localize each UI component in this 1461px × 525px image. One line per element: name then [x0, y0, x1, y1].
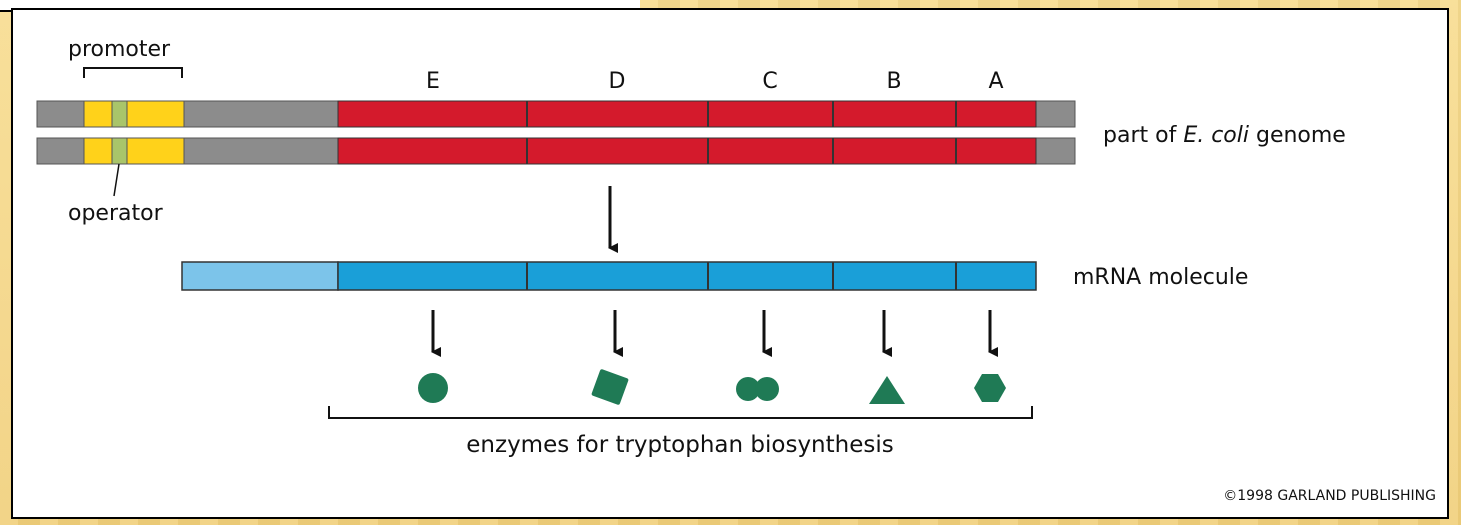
gene-label-d: D — [609, 69, 626, 94]
gene-label-c: C — [762, 69, 777, 94]
dna-strand-top — [36, 100, 1076, 128]
mrna-leader — [181, 261, 339, 291]
copyright-text: ©1998 GARLAND PUBLISHING — [1223, 488, 1436, 504]
gene-block — [337, 137, 1037, 165]
genome-label: part of E. coli genome — [1103, 123, 1346, 148]
mrna-label: mRNA molecule — [1073, 265, 1248, 290]
enzyme-double-circle-icon — [736, 377, 779, 401]
enzyme-circle-icon — [418, 373, 448, 403]
promoter-label: promoter — [68, 37, 171, 62]
enzymes-bracket — [328, 406, 1033, 419]
gene-block — [337, 100, 1037, 128]
enzyme-triangle-icon — [869, 376, 905, 404]
enzymes-label: enzymes for tryptophan biosynthesis — [466, 432, 893, 458]
operator-region — [111, 137, 128, 165]
operator-pointer — [113, 163, 120, 197]
enzymes — [418, 369, 1006, 405]
enzyme-hexagon-icon — [974, 374, 1006, 402]
promoter-region — [83, 100, 185, 128]
genome-label-prefix: part of — [1103, 123, 1183, 148]
gene-label-e: E — [426, 69, 440, 94]
enzyme-square-icon — [591, 369, 629, 405]
gene-label-a: A — [988, 69, 1003, 94]
genome-label-species: E. coli — [1183, 123, 1249, 148]
gene-label-b: B — [886, 69, 901, 94]
mrna-molecule — [181, 261, 1037, 291]
dna-strand-bottom — [36, 137, 1076, 165]
mrna-coding — [337, 261, 1037, 291]
operator-label: operator — [68, 201, 164, 226]
promoter-bracket — [83, 67, 183, 78]
genome-label-suffix: genome — [1249, 123, 1346, 148]
operator-region — [111, 100, 128, 128]
translation-arrows — [431, 310, 998, 357]
promoter-region — [83, 137, 185, 165]
